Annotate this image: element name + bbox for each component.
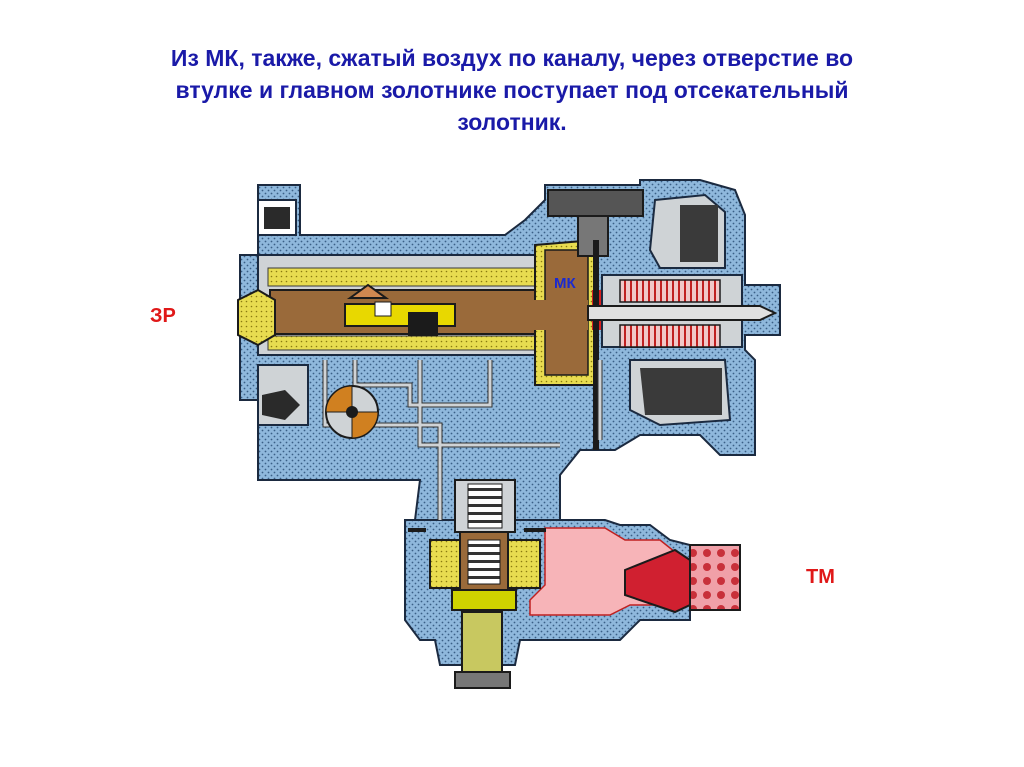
mk-label: МК bbox=[554, 275, 576, 292]
main-spool-channel bbox=[237, 254, 561, 356]
right-chambers bbox=[629, 193, 732, 427]
cutoff-valve-assembly bbox=[408, 479, 546, 689]
title-line-2: втулке и главном золотнике поступает под… bbox=[175, 77, 849, 103]
title-line-1: Из МК, также, сжатый воздух по каналу, ч… bbox=[170, 45, 854, 71]
tm-label: ТМ bbox=[806, 566, 835, 588]
air-channel-fill bbox=[323, 360, 602, 520]
zr-label: ЗР bbox=[150, 305, 176, 327]
rotary-valve bbox=[325, 385, 379, 439]
pressurized-chamber bbox=[529, 527, 741, 616]
left-lower-element bbox=[257, 364, 309, 426]
title-line-3: золотник. bbox=[457, 109, 567, 135]
slide-title: Из МК, также, сжатый воздух по каналу, ч… bbox=[60, 42, 964, 138]
cutoff-rod-assembly bbox=[587, 274, 778, 348]
